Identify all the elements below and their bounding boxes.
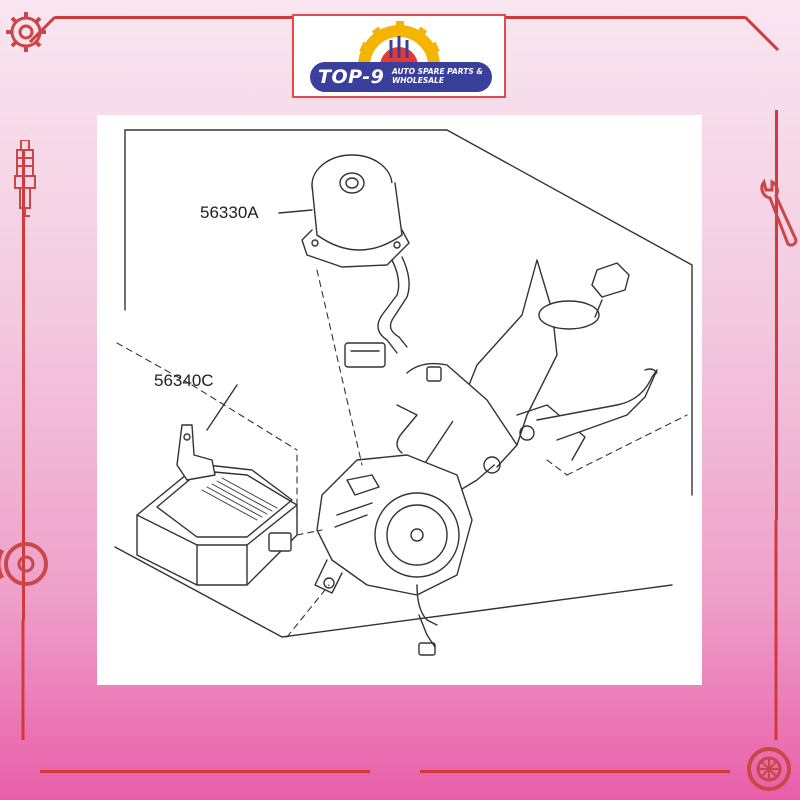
frame-right	[775, 110, 778, 520]
frame-top-left	[55, 16, 295, 19]
logo-banner	[310, 62, 492, 92]
steering-column	[396, 259, 630, 511]
brand-logo: TOP-9 AUTO SPARE PARTS & WHOLESALE	[292, 14, 506, 98]
motor-56330a	[301, 154, 410, 368]
wrench-icon	[760, 178, 798, 247]
frame-bottom-left	[40, 770, 370, 773]
frame-bottom-right	[420, 770, 730, 773]
spark-plug-icon	[14, 140, 36, 217]
frame-top-right	[505, 16, 745, 19]
tilt-lever	[536, 368, 658, 441]
frame-left	[22, 150, 25, 620]
logo-gear-icon	[358, 21, 440, 67]
leader-line-56330a	[278, 209, 313, 214]
callout-56330a: 56330A	[200, 203, 259, 222]
frame-outline	[124, 129, 693, 496]
gear-icon	[6, 12, 46, 52]
leader-line-56340c	[206, 384, 238, 431]
gearbox-housing	[314, 454, 473, 656]
ecu-56340c	[136, 424, 298, 586]
brand-name: TOP-9	[318, 66, 385, 88]
callout-56340c: 56340C	[154, 371, 214, 390]
wheel-icon	[747, 747, 791, 791]
brake-disc-icon	[0, 542, 48, 586]
brand-tagline: AUTO SPARE PARTS & WHOLESALE	[392, 67, 483, 85]
parts-diagram-panel: 56330A 56340C	[97, 115, 702, 685]
steering-column-diagram	[114, 129, 693, 656]
